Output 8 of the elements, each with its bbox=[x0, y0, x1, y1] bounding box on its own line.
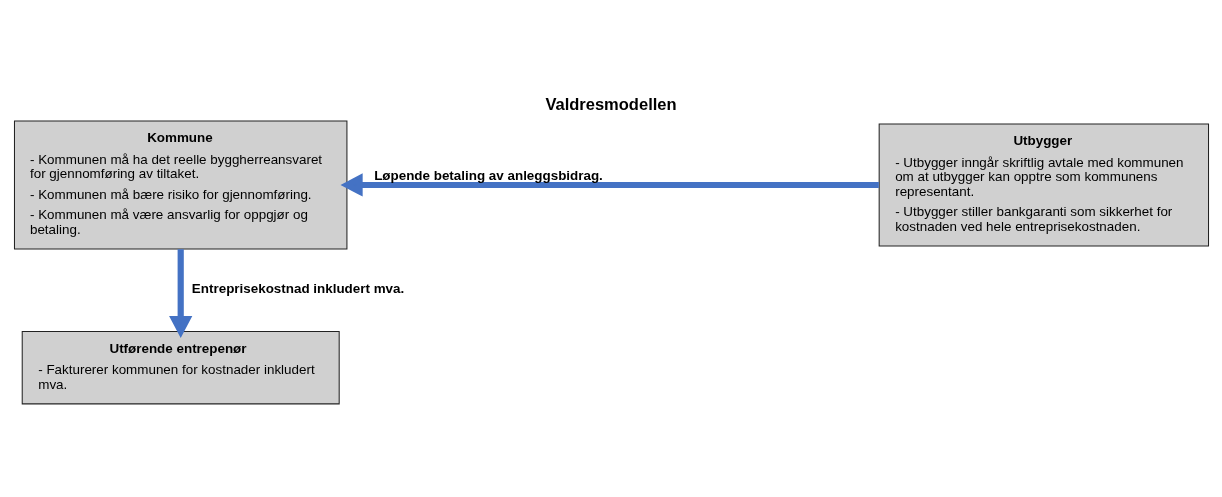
node-box: Utbygger - Utbygger inngår skriftlig avtale med kommunen om at utbygger kan opptre som kommunens representant. - Utbygger stiller bankgaranti som sikkerhet for kostnaden ved hele entreprisekostnaden. bbox=[878, 123, 1209, 246]
diagram-title: Valdresmodellen bbox=[544, 94, 677, 113]
node-box: Utførende entrepenør - Fakturerer kommunen for kostnader inkludert mva. bbox=[21, 330, 340, 404]
node-box: Kommune - Kommunen må ha det reelle byggherreansvaret for gjennomføring av tiltaket. - Kommunen må bære risiko for gjennomføring. - Kommunen må være ansvarlig for oppgjør og betaling. bbox=[13, 119, 347, 249]
edge-label: Entreprisekostnad inkludert mva. bbox=[191, 280, 404, 296]
edge-label: Løpende betaling av anleggsbidrag. bbox=[373, 167, 603, 183]
arrow bbox=[168, 248, 192, 338]
arrow bbox=[340, 172, 879, 197]
